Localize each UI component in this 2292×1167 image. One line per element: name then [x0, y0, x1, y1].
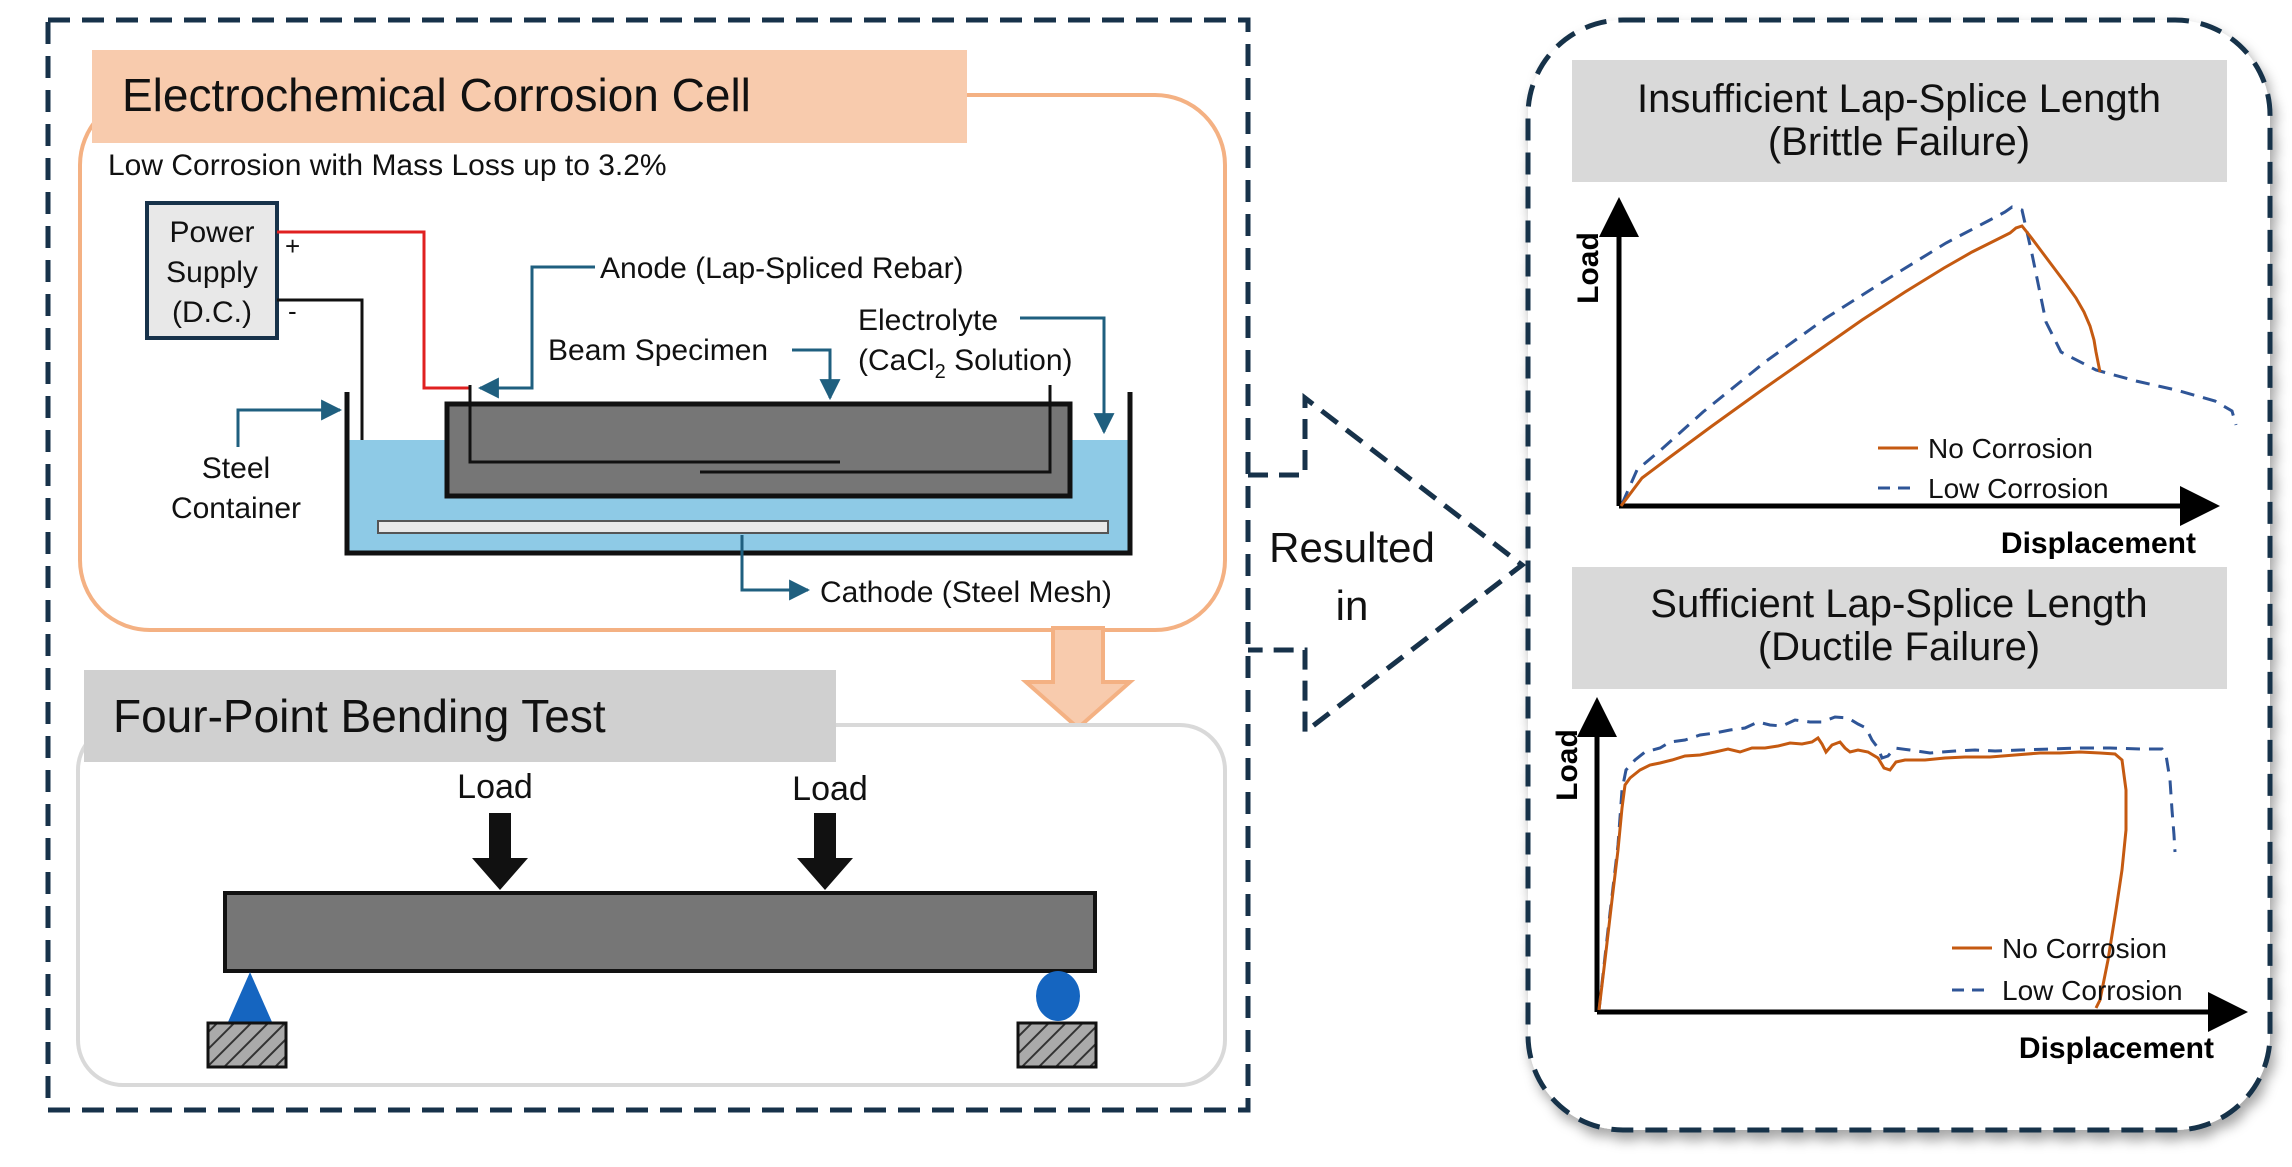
beam-leader: [792, 348, 841, 401]
anode-label: Anode (Lap-Spliced Rebar): [600, 252, 964, 285]
cathode-label: Cathode (Steel Mesh): [820, 576, 1112, 609]
chart1-legend-no: No Corrosion: [1928, 433, 2093, 464]
bending-test-panel: Four-Point Bending Test Load Load: [76, 670, 1227, 1087]
chart1-title-1: Insufficient Lap-Splice Length: [1637, 77, 2161, 121]
bending-title-bar: [84, 670, 836, 762]
pin-support: [228, 972, 272, 1022]
test-beam: [223, 891, 1097, 973]
chart2-no-corrosion: [1597, 735, 2128, 1011]
chart2-x-label: Displacement: [2019, 1032, 2214, 1065]
chart2-legend-low: Low Corrosion: [2002, 975, 2183, 1006]
corrosion-cell-panel: Electrochemical Corrosion Cell Low Corro…: [78, 50, 1227, 632]
steel-container-label-2: Container: [171, 492, 301, 525]
anode-leader: [477, 265, 595, 399]
positive-wire: [277, 230, 470, 390]
chart1-low-corrosion-final: [1620, 205, 2238, 505]
cell-title: Electrochemical Corrosion Cell: [122, 69, 751, 121]
power-supply-label-3: (D.C.): [172, 296, 252, 329]
chart1-title-2: (Brittle Failure): [1768, 120, 2030, 164]
connector-text-2: in: [1336, 582, 1369, 629]
chart1-title-bar: [1572, 60, 2227, 182]
brittle-failure-chart: Insufficient Lap-Splice Length (Brittle …: [1572, 60, 2238, 560]
ductile-failure-chart: Sufficient Lap-Splice Length (Ductile Fa…: [1551, 567, 2248, 1065]
chart2-title-2: (Ductile Failure): [1758, 625, 2040, 669]
down-arrow: [1020, 626, 1136, 731]
plus-sign: +: [285, 231, 300, 261]
cathode-leader: [740, 535, 811, 601]
power-supply-box: [145, 201, 279, 340]
chart1-no-corrosion-data: [1619, 224, 2102, 507]
steel-container-label-1: Steel: [202, 452, 270, 485]
left-dashed-frame: [45, 17, 1251, 1113]
connector-arrow: [1248, 392, 1527, 738]
beam-specimen-label: Beam Specimen: [548, 334, 768, 367]
cell-subtitle: Low Corrosion with Mass Loss up to 3.2%: [108, 149, 667, 182]
chart2-low-corrosion: [1597, 715, 2177, 1011]
chart1-y-label: Load: [1572, 232, 1605, 304]
power-supply-label-2: Supply: [166, 256, 258, 289]
steel-mesh: [377, 520, 1109, 534]
steel-container: [344, 392, 1133, 556]
minus-sign: -: [288, 296, 297, 326]
chart2-legend-no: No Corrosion: [2002, 933, 2167, 964]
electrolyte-leader: [1020, 316, 1115, 435]
chart1-legend-low: Low Corrosion: [1928, 473, 2109, 504]
load-arrow-right: [797, 813, 853, 890]
rebar-2: [700, 385, 1052, 474]
cell-title-bar: [92, 50, 967, 143]
bending-title: Four-Point Bending Test: [113, 690, 606, 742]
chart1-x-label: Displacement: [2001, 527, 2196, 560]
electrolyte-label-2: (CaCl2 Solution): [858, 344, 1073, 383]
load-label-left: Load: [457, 768, 533, 806]
chart2-y-label: Load: [1551, 729, 1584, 801]
electrolyte-label-1: Electrolyte: [858, 304, 998, 337]
connector-text-1: Resulted: [1269, 524, 1435, 571]
chart2-title-1: Sufficient Lap-Splice Length: [1650, 582, 2147, 626]
power-supply-label-1: Power: [169, 216, 254, 249]
load-arrow-left: [472, 813, 528, 890]
roller-support: [1036, 971, 1080, 1021]
load-label-right: Load: [792, 770, 868, 808]
rebar-1: [468, 385, 840, 464]
chart2-title-bar: [1572, 567, 2227, 689]
container-leader: [236, 399, 343, 447]
pin-support-base: [206, 1021, 288, 1069]
beam-specimen: [444, 401, 1073, 499]
roller-support-base: [1016, 1021, 1098, 1069]
